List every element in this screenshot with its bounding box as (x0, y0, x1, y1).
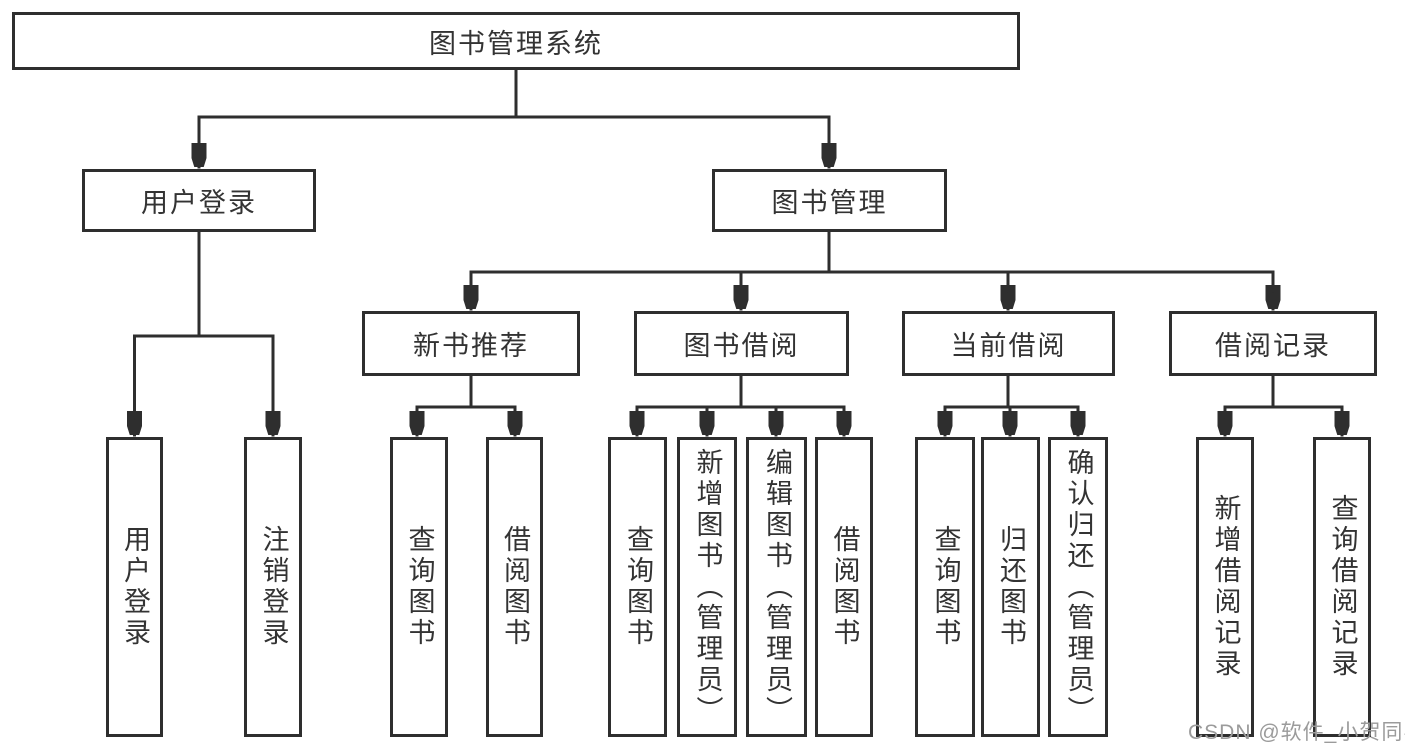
leaf-add-borrow-record: 新增借阅记录 (1196, 437, 1254, 737)
leaf-user-login: 用户登录 (106, 437, 163, 737)
node-label: 查询图书 (623, 525, 653, 649)
leaf-confirm-return-admin: 确认归还（管理员） (1048, 437, 1108, 737)
node-label: 借阅图书 (829, 525, 860, 649)
connector-user-login-children (135, 230, 274, 437)
connector-book-borrow-children (637, 374, 844, 437)
leaf-query-book-borrow: 查询图书 (608, 437, 667, 737)
node-label: 用户登录 (120, 525, 150, 649)
connector-borrow-records-children (1225, 374, 1342, 437)
node-label: 借阅记录 (1215, 331, 1331, 361)
node-label: 当前借阅 (950, 331, 1067, 361)
node-label: 图书管理系统 (429, 28, 603, 59)
node-label: 用户登录 (141, 188, 257, 218)
node-label: 图书借阅 (683, 331, 800, 361)
node-label: 编辑图书（管理员） (762, 447, 792, 727)
node-label: 新书推荐 (413, 331, 529, 361)
node-label: 新增图书（管理员） (692, 447, 723, 727)
leaf-add-book-admin: 新增图书（管理员） (677, 437, 737, 737)
leaf-logout: 注销登录 (244, 437, 302, 737)
node-label: 图书管理 (771, 188, 888, 218)
node-new-book-recommend: 新书推荐 (362, 311, 580, 376)
leaf-query-book-current: 查询图书 (915, 437, 975, 737)
node-label: 借阅图书 (500, 525, 530, 649)
csdn-watermark: CSDN @软件_小贺同学 (1188, 721, 1405, 744)
node-borrow-records: 借阅记录 (1169, 311, 1377, 376)
node-current-borrow: 当前借阅 (902, 311, 1115, 376)
connector-current-borrow-children (945, 374, 1078, 437)
node-label: 查询图书 (404, 525, 435, 649)
leaf-borrow-book-recommend: 借阅图书 (486, 437, 543, 737)
node-label: 新增借阅记录 (1210, 494, 1241, 680)
node-book-management: 图书管理 (712, 169, 947, 232)
node-label: 注销登录 (258, 525, 289, 649)
node-label: 查询图书 (930, 525, 961, 649)
leaf-edit-book-admin: 编辑图书（管理员） (746, 437, 807, 737)
leaf-query-borrow-record: 查询借阅记录 (1313, 437, 1371, 737)
connector-root-to-level2 (199, 68, 829, 169)
node-library-system: 图书管理系统 (12, 12, 1020, 70)
connector-new-book-children (417, 374, 515, 437)
node-book-borrow: 图书借阅 (634, 311, 849, 376)
leaf-return-book: 归还图书 (981, 437, 1040, 737)
connector-book-mgmt-children (471, 230, 1273, 311)
node-label: 查询借阅记录 (1327, 494, 1358, 680)
leaf-borrow-book: 借阅图书 (815, 437, 873, 737)
leaf-query-book-recommend: 查询图书 (390, 437, 448, 737)
node-user-login: 用户登录 (82, 169, 316, 232)
node-label: 确认归还（管理员） (1063, 447, 1094, 727)
node-label: 归还图书 (996, 525, 1026, 649)
